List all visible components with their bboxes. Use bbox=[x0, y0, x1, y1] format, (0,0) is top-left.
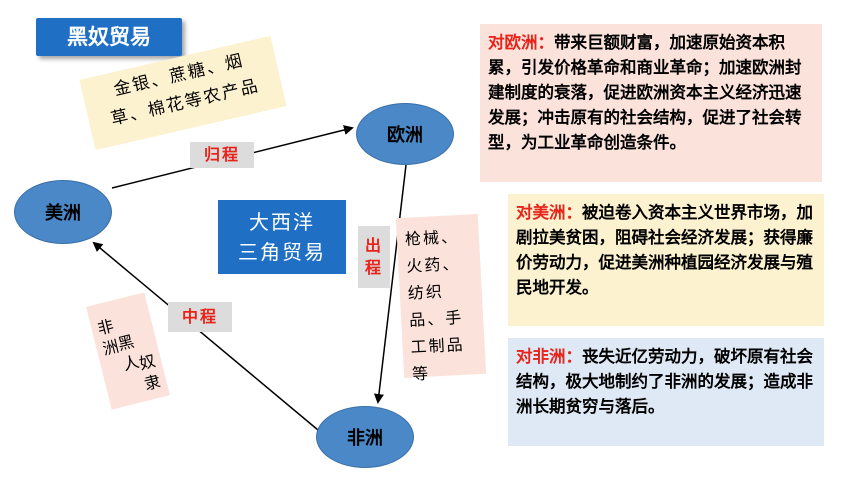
route-out-label: 出 程 bbox=[358, 226, 390, 288]
out-goods-line: 火药、 bbox=[405, 253, 461, 276]
effect-europe-lead: 对欧洲： bbox=[488, 33, 554, 52]
effect-africa-text: 丧失近亿劳动力，破坏原有社会结构，极大地制约了非洲的发展；造成非洲长期贫穷与落后… bbox=[516, 347, 813, 416]
center-label-line1: 大西洋 bbox=[249, 210, 315, 234]
middle-goods-col: 奴 隶 bbox=[135, 350, 165, 396]
out-goods-line: 纺织 bbox=[407, 281, 445, 303]
effect-africa-lead: 对非洲： bbox=[516, 347, 582, 366]
route-out-char-2: 程 bbox=[364, 258, 383, 277]
route-return-label: 归程 bbox=[190, 142, 254, 168]
page-title: 黑奴贸易 bbox=[36, 18, 182, 56]
arrow-europe-to-africa bbox=[373, 164, 407, 404]
node-europe: 欧洲 bbox=[356, 103, 454, 165]
route-out-char-1: 出 bbox=[364, 236, 383, 255]
out-goods-line: 品、手 bbox=[408, 307, 464, 330]
effect-europe-box: 对欧洲：带来巨额财富，加速原始资本积累，引发价格革命和商业革命；加速欧洲封建制度… bbox=[480, 24, 822, 182]
effect-europe-text: 带来巨额财富，加速原始资本积累，引发价格革命和商业革命；加速欧洲封建制度的衰落，… bbox=[488, 33, 802, 152]
effect-africa-box: 对非洲：丧失近亿劳动力，破坏原有社会结构，极大地制约了非洲的发展；造成非洲长期贫… bbox=[508, 338, 824, 446]
arrow-africa-to-americas bbox=[92, 241, 319, 431]
out-goods-box: 枪械、 火药、 纺织 品、手 工制品 等 bbox=[395, 213, 487, 384]
route-middle-label: 中程 bbox=[168, 302, 232, 332]
out-goods-line: 工制品 bbox=[410, 334, 466, 357]
effect-americas-box: 对美洲：被迫卷入资本主义世界市场，加剧拉美贫困，阻碍社会经济发展；获得廉价劳动力… bbox=[508, 194, 824, 326]
node-americas: 美洲 bbox=[14, 180, 112, 244]
out-goods-line: 等 bbox=[411, 363, 431, 384]
out-goods-line: 枪械、 bbox=[404, 226, 460, 249]
effect-americas-text: 被迫卷入资本主义世界市场，加剧拉美贫困，阻碍社会经济发展；获得廉价劳动力，促进美… bbox=[516, 203, 813, 297]
center-label-line2: 三角贸易 bbox=[238, 240, 326, 264]
node-africa: 非洲 bbox=[316, 406, 414, 468]
center-label-box: 大西洋 三角贸易 bbox=[218, 200, 346, 274]
effect-americas-lead: 对美洲： bbox=[516, 203, 582, 222]
middle-goods-char: 隶 bbox=[142, 371, 163, 394]
